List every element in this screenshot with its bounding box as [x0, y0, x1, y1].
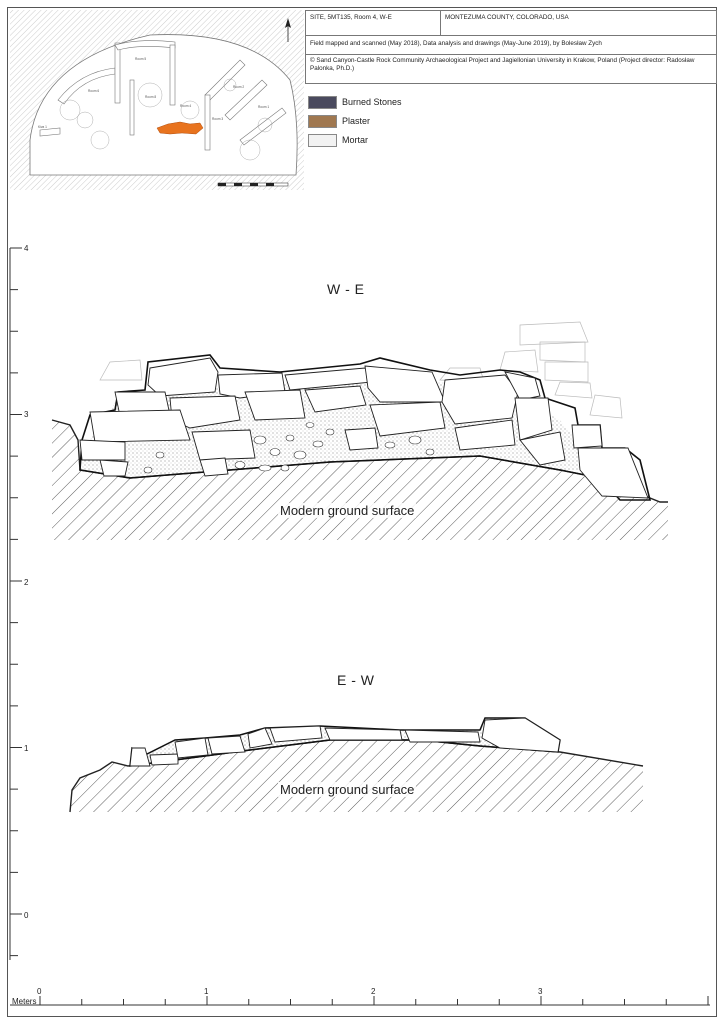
we-ground-hatch: [52, 420, 668, 540]
horizontal-tick-label: 3: [538, 987, 543, 996]
vertical-scale: [9, 247, 22, 960]
section-title-we: W - E: [327, 281, 365, 297]
legend: Burned Stones Plaster Mortar: [308, 95, 438, 152]
ground-label-ew: Modern ground surface: [278, 782, 417, 797]
legend-item-plaster: Plaster: [308, 114, 438, 130]
plan-scale-bar: [217, 182, 289, 187]
legend-swatch: [308, 134, 337, 147]
legend-item-burned-stones: Burned Stones: [308, 95, 438, 111]
ground-label-we: Modern ground surface: [278, 503, 417, 518]
plan-room-label: Room 5: [135, 57, 146, 61]
plan-room4-highlight: [156, 121, 204, 135]
legend-swatch: [308, 115, 337, 128]
site-info: SITE, 5MT135, Room 4, W-E: [305, 10, 441, 36]
vertical-tick-label: 2: [24, 578, 29, 587]
drawing-frame: [7, 7, 717, 1017]
vertical-tick-label: 3: [24, 410, 29, 419]
plan-room-label: Room 2: [233, 85, 244, 89]
ew-section: [69, 717, 644, 813]
legend-label: Plaster: [342, 116, 371, 126]
copyright-info: © Sand Canyon-Castle Rock Community Arch…: [305, 54, 717, 84]
horizontal-tick-label: 0: [37, 987, 42, 996]
we-section: [51, 321, 668, 540]
horizontal-tick-label: 1: [204, 987, 209, 996]
plan-room-label: Room 8: [145, 95, 156, 99]
vertical-tick-label: 0: [24, 911, 29, 920]
county-info: MONTEZUMA COUNTY, COLORADO, USA: [440, 10, 717, 36]
vertical-tick-label: 4: [24, 244, 29, 253]
plan-room-label: Room 6: [88, 89, 99, 93]
we-small-stones: [143, 422, 435, 474]
info-panel: SITE, 5MT135, Room 4, W-E MONTEZUMA COUN…: [305, 10, 717, 90]
plan-room-label: Room 3: [212, 117, 223, 121]
plan-room-label: Kiva 1: [38, 125, 47, 129]
north-arrow-icon: [285, 18, 291, 42]
ew-ground-hatch: [70, 740, 643, 812]
ew-stones: [129, 717, 561, 767]
section-title-ew: E - W: [337, 672, 375, 688]
site-plan: Room 5 Room 6 Room 8 Room 4 Room 2 Room …: [10, 10, 304, 190]
credits-info: Field mapped and scanned (May 2018), Dat…: [305, 35, 717, 55]
vertical-tick-label: 1: [24, 744, 29, 753]
plan-room-label: Room 1: [258, 105, 269, 109]
scale-unit-label: Meters: [12, 997, 37, 1006]
legend-swatch: [308, 96, 337, 109]
we-stones: [79, 357, 649, 499]
plan-rubble: [59, 78, 273, 161]
horizontal-tick-label: 2: [371, 987, 376, 996]
legend-label: Mortar: [342, 135, 369, 145]
legend-item-mortar: Mortar: [308, 133, 438, 149]
plan-walls: [39, 40, 287, 151]
plan-room-label: Room 4: [180, 104, 191, 108]
horizontal-scale: [10, 996, 710, 1006]
legend-label: Burned Stones: [342, 97, 402, 107]
